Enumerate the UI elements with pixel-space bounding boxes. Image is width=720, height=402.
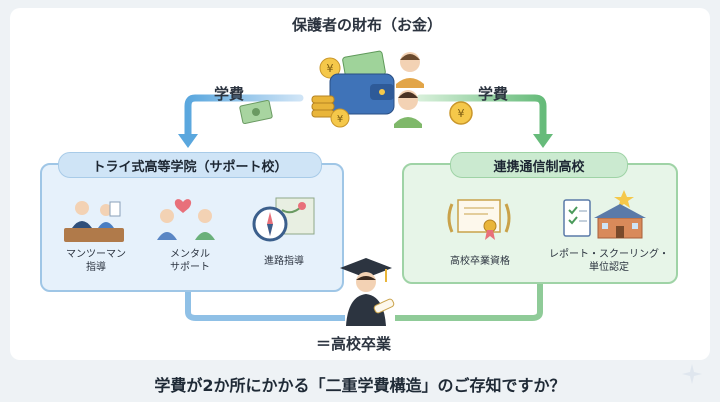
compass-map-icon: [252, 197, 315, 242]
support-school-title: トライ式高等学院（サポート校）: [58, 152, 322, 178]
tuition-label-right: 学費: [478, 85, 509, 103]
checklist-school-icon: [563, 190, 646, 239]
question-banner: 学費が2か所にかかる「二重学費構造」のご存知ですか？: [154, 376, 566, 395]
graduate-icon: [340, 258, 395, 326]
item-label-diploma: 高校卒業資格: [450, 256, 510, 267]
tuition-label-left: 学費: [214, 85, 245, 103]
svg-text:¥: ¥: [458, 107, 465, 120]
coin-icon: ¥: [449, 101, 473, 125]
right-bottom-connector: [395, 282, 543, 321]
left-arrow-head: [178, 134, 198, 148]
wallet-title: 保護者の財布（お金）: [292, 16, 443, 34]
item-label-career-guidance: 進路指導: [264, 256, 304, 267]
left-tuition-arrow: [184, 94, 304, 140]
sparkle-icon: [682, 364, 702, 384]
graduation-result: ＝高校卒業: [316, 335, 392, 353]
parents-icon: [394, 52, 424, 128]
item-label-mental-support: メンタル サポート: [170, 249, 210, 273]
correspondence-school-title: 連携通信制高校: [450, 152, 628, 178]
svg-text:¥: ¥: [327, 62, 334, 75]
right-arrow-head: [533, 134, 553, 148]
banknote-icon: [239, 99, 273, 125]
item-label-reports-schooling: レポート・スクーリング・ 単位認定: [549, 249, 669, 273]
item-label-mentoring: マンツーマン 指導: [66, 249, 126, 273]
tutor-icon: [64, 201, 124, 242]
svg-text:¥: ¥: [337, 114, 343, 125]
diploma-icon: [447, 199, 511, 240]
right-tuition-arrow: [416, 94, 547, 140]
wallet-icon: ¥ ¥: [311, 50, 395, 128]
counseling-icon: [157, 199, 215, 240]
left-bottom-connector: [185, 290, 345, 321]
